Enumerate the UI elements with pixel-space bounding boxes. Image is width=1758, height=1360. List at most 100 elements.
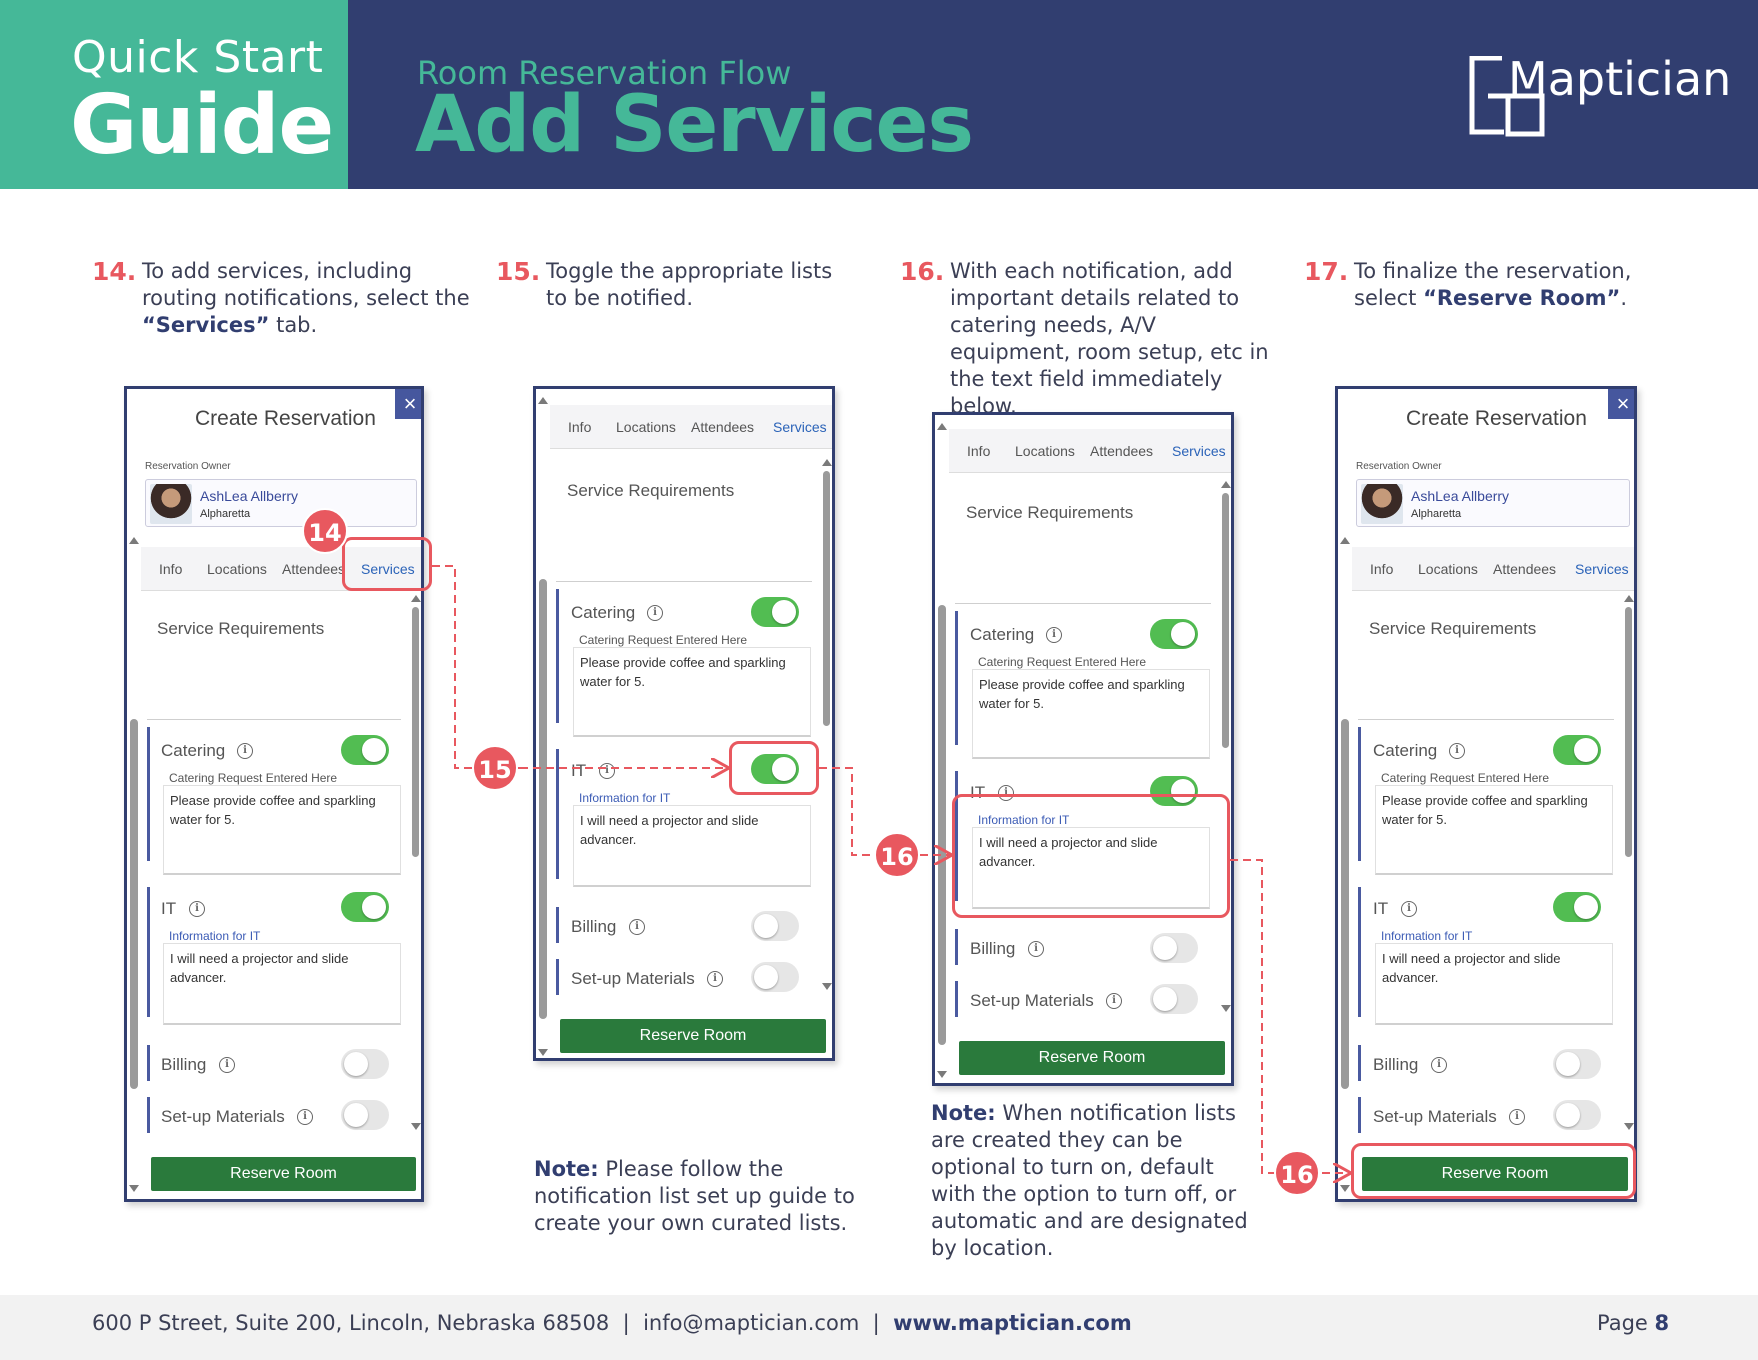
reserve-room-button[interactable]: Reserve Room <box>959 1041 1225 1075</box>
close-icon[interactable]: × <box>1608 389 1634 419</box>
highlight-services-tab <box>342 537 432 591</box>
tab-locations[interactable]: Locations <box>207 561 267 577</box>
info-icon[interactable]: i <box>599 763 615 779</box>
catering-textarea[interactable]: Please provide coffee and sparkling wate… <box>573 647 811 737</box>
scrollbar-right[interactable] <box>823 471 830 726</box>
it-toggle[interactable] <box>1553 892 1601 922</box>
inner-scroll-down-icon[interactable] <box>411 1123 421 1130</box>
tab-attendees[interactable]: Attendees <box>691 419 755 435</box>
scrollbar-right[interactable] <box>1625 607 1632 857</box>
it-textarea[interactable]: I will need a projector and slide advanc… <box>163 943 401 1025</box>
scroll-up-icon[interactable] <box>538 397 548 404</box>
info-icon[interactable]: i <box>1401 901 1417 917</box>
info-icon[interactable]: i <box>1509 1109 1525 1125</box>
scrollbar-right[interactable] <box>1222 493 1229 748</box>
scrollbar-left[interactable] <box>130 719 138 1089</box>
scroll-down-icon[interactable] <box>1340 1185 1350 1192</box>
inner-scroll-down-icon[interactable] <box>1624 1123 1634 1130</box>
tab-locations[interactable]: Locations <box>1418 561 1478 577</box>
inner-scroll-up-icon[interactable] <box>1221 481 1231 488</box>
tab-services[interactable]: Services <box>361 561 415 577</box>
info-icon[interactable]: i <box>707 971 723 987</box>
scrollbar-left[interactable] <box>1341 719 1349 1089</box>
info-icon[interactable]: i <box>629 919 645 935</box>
inner-scroll-down-icon[interactable] <box>822 983 832 990</box>
setup-toggle[interactable] <box>1553 1100 1601 1130</box>
inner-scroll-down-icon[interactable] <box>1221 1005 1231 1012</box>
step-17: 17. To finalize the reservation, select … <box>1304 258 1684 312</box>
catering-toggle[interactable] <box>341 735 389 765</box>
scroll-up-icon[interactable] <box>1340 537 1350 544</box>
footer-website[interactable]: www.maptician.com <box>893 1311 1132 1335</box>
it-textarea[interactable]: I will need a projector and slide advanc… <box>573 805 811 887</box>
divider <box>556 581 812 582</box>
info-icon[interactable]: i <box>189 901 205 917</box>
inner-scroll-up-icon[interactable] <box>411 595 421 602</box>
billing-section-bar <box>955 929 958 965</box>
info-icon[interactable]: i <box>1449 743 1465 759</box>
info-icon[interactable]: i <box>647 605 663 621</box>
it-toggle[interactable] <box>751 754 799 784</box>
tab-locations[interactable]: Locations <box>616 419 676 435</box>
step-bold: “Reserve Room” <box>1423 286 1621 310</box>
scroll-down-icon[interactable] <box>538 1049 548 1056</box>
tab-info[interactable]: Info <box>159 561 183 577</box>
info-icon[interactable]: i <box>1028 941 1044 957</box>
scrollbar-left[interactable] <box>938 605 946 1045</box>
owner-label: Reservation Owner <box>145 461 231 472</box>
billing-label: Billing <box>161 1055 207 1074</box>
it-textarea[interactable]: I will need a projector and slide advanc… <box>972 827 1210 909</box>
scrollbar-left[interactable] <box>539 579 547 1019</box>
tab-locations[interactable]: Locations <box>1015 443 1075 459</box>
info-icon[interactable]: i <box>998 785 1014 801</box>
catering-toggle[interactable] <box>1553 735 1601 765</box>
reserve-room-button[interactable]: Reserve Room <box>560 1019 826 1053</box>
billing-toggle[interactable] <box>751 911 799 941</box>
catering-textarea[interactable]: Please provide coffee and sparkling wate… <box>972 669 1210 759</box>
inner-scroll-up-icon[interactable] <box>822 459 832 466</box>
reserve-room-button[interactable]: Reserve Room <box>1362 1157 1628 1191</box>
setup-toggle[interactable] <box>751 962 799 992</box>
tab-attendees[interactable]: Attendees <box>1090 443 1154 459</box>
info-icon[interactable]: i <box>219 1057 235 1073</box>
billing-toggle[interactable] <box>341 1049 389 1079</box>
step-15: 15. Toggle the appropriate lists to be n… <box>496 258 856 312</box>
tab-info[interactable]: Info <box>1370 561 1394 577</box>
page-indicator: Page 8 <box>1597 1311 1669 1335</box>
info-icon[interactable]: i <box>1431 1057 1447 1073</box>
tab-services[interactable]: Services <box>1172 443 1226 459</box>
it-textarea[interactable]: I will need a projector and slide advanc… <box>1375 943 1613 1025</box>
info-icon[interactable]: i <box>1106 993 1122 1009</box>
tab-attendees[interactable]: Attendees <box>282 561 346 577</box>
catering-textarea[interactable]: Please provide coffee and sparkling wate… <box>1375 785 1613 875</box>
setup-toggle[interactable] <box>341 1100 389 1130</box>
scroll-up-icon[interactable] <box>129 537 139 544</box>
reserve-room-button[interactable]: Reserve Room <box>151 1157 416 1191</box>
info-icon[interactable]: i <box>297 1109 313 1125</box>
it-toggle[interactable] <box>1150 776 1198 806</box>
tab-info[interactable]: Info <box>568 419 592 435</box>
info-icon[interactable]: i <box>1046 627 1062 643</box>
owner-card[interactable]: AshLea Allberry Alpharetta <box>1356 479 1630 527</box>
tab-services[interactable]: Services <box>773 419 827 435</box>
scrollbar-right[interactable] <box>412 607 419 857</box>
catering-toggle[interactable] <box>751 597 799 627</box>
catering-toggle[interactable] <box>1150 619 1198 649</box>
owner-card[interactable]: AshLea Allberry Alpharetta <box>145 479 417 527</box>
catering-textarea[interactable]: Please provide coffee and sparkling wate… <box>163 785 401 875</box>
tab-info[interactable]: Info <box>967 443 991 459</box>
info-icon[interactable]: i <box>237 743 253 759</box>
billing-toggle[interactable] <box>1553 1049 1601 1079</box>
tab-attendees[interactable]: Attendees <box>1493 561 1557 577</box>
catering-sublabel: Catering Request Entered Here <box>1381 771 1550 785</box>
close-icon[interactable]: × <box>395 389 421 419</box>
scroll-down-icon[interactable] <box>937 1071 947 1078</box>
setup-toggle[interactable] <box>1150 984 1198 1014</box>
scroll-down-icon[interactable] <box>129 1185 139 1192</box>
scroll-up-icon[interactable] <box>937 423 947 430</box>
billing-toggle[interactable] <box>1150 933 1198 963</box>
footer-email[interactable]: info@maptician.com <box>643 1311 860 1335</box>
tab-services[interactable]: Services <box>1575 561 1629 577</box>
inner-scroll-up-icon[interactable] <box>1624 595 1634 602</box>
it-toggle[interactable] <box>341 892 389 922</box>
